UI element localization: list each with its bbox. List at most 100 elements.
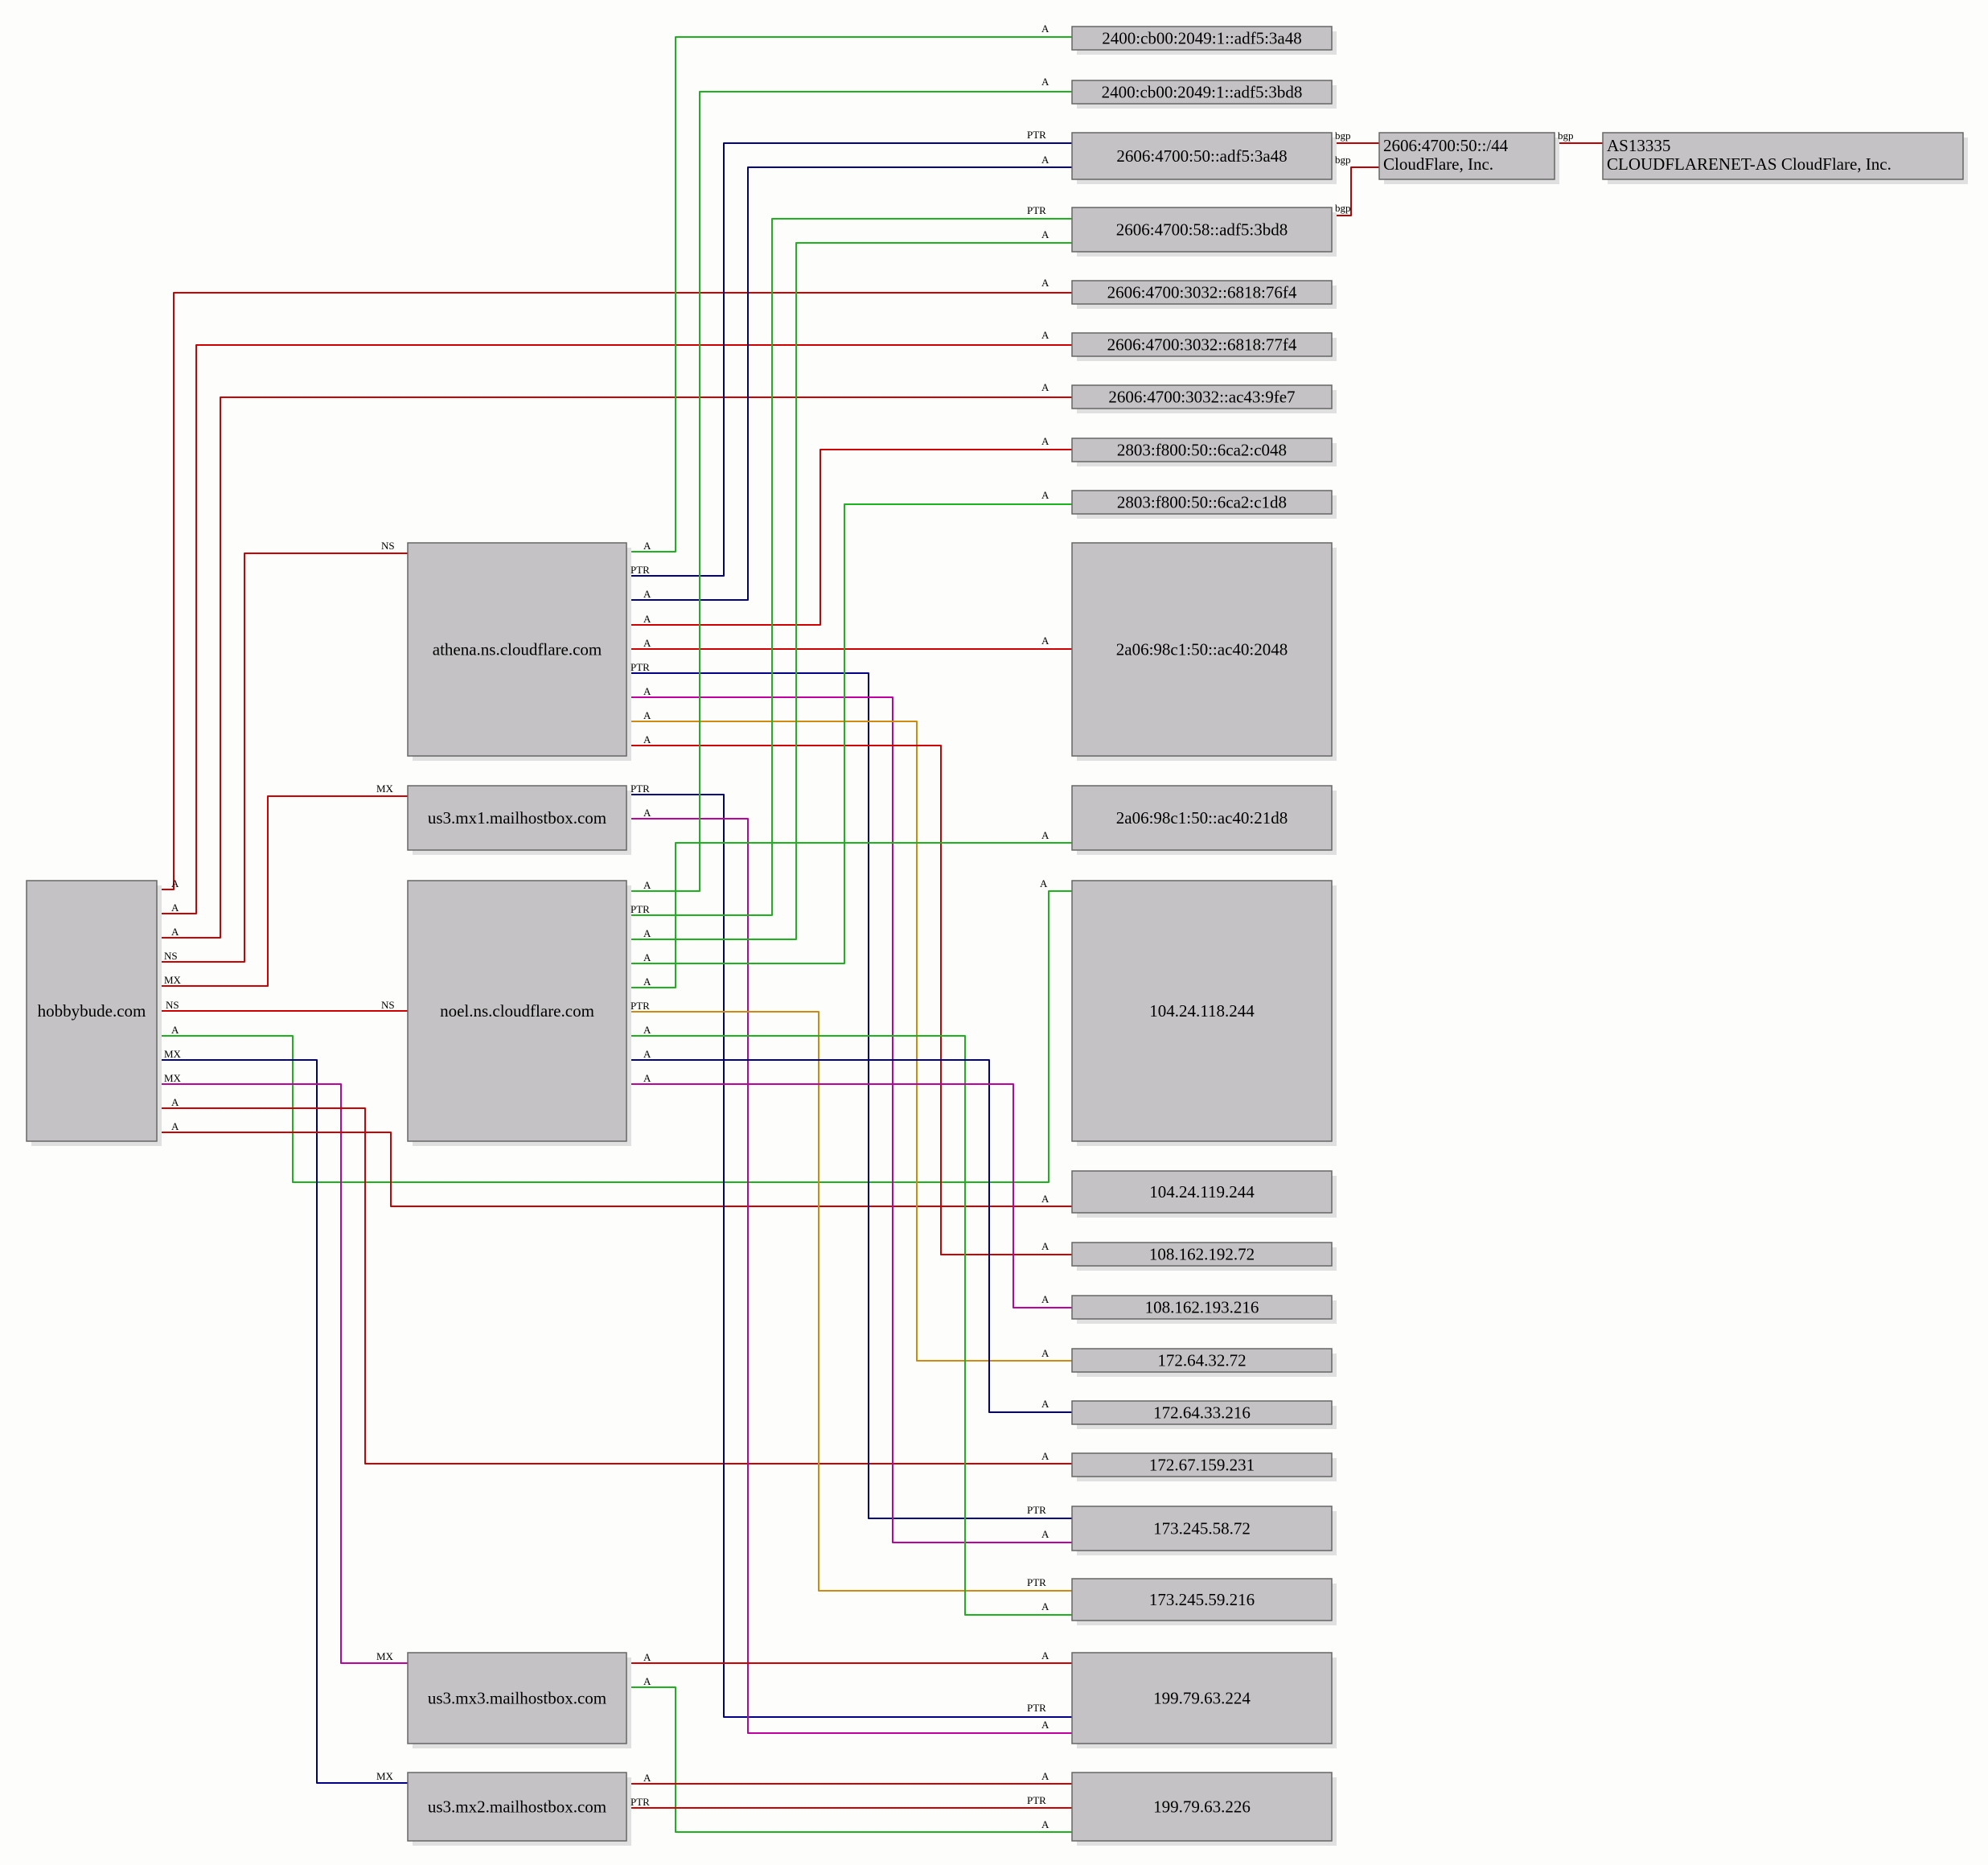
node-ip10: 199.79.63.224 xyxy=(1071,1652,1337,1748)
edge-hobby-a xyxy=(158,1132,1072,1207)
edge-label: A xyxy=(1041,23,1049,35)
node-v6d: 2606:4700:58::adf5:3bd8 xyxy=(1071,207,1337,257)
edge-label: PTR xyxy=(1027,1576,1046,1588)
node-box xyxy=(1071,132,1333,180)
edge-label: MX xyxy=(164,1048,182,1060)
edge-label: NS xyxy=(381,999,395,1011)
edge-label: MX xyxy=(376,783,394,795)
node-box xyxy=(1071,880,1333,1142)
edge-label: PTR xyxy=(630,1796,650,1808)
edge-label: A xyxy=(643,540,651,552)
node-ip9: 173.245.59.216 xyxy=(1071,1578,1337,1625)
node-label: 108.162.193.216 xyxy=(1145,1298,1259,1317)
node-label: 199.79.63.226 xyxy=(1153,1797,1251,1817)
node-label: 2400:cb00:2049:1::adf5:3a48 xyxy=(1102,29,1301,48)
node-v6f: 2606:4700:3032::6818:77f4 xyxy=(1071,332,1337,361)
edge-noel-a xyxy=(626,1059,1072,1413)
node-label: 104.24.118.244 xyxy=(1149,1001,1255,1021)
edge-athena-a xyxy=(626,449,1072,626)
edge-label: PTR xyxy=(1027,129,1046,141)
node-label: us3.mx1.mailhostbox.com xyxy=(428,808,606,828)
edge-label: A xyxy=(1041,1347,1049,1359)
edge-athena-a xyxy=(626,745,1072,1255)
node-v6a: 2400:cb00:2049:1::adf5:3a48 xyxy=(1071,26,1337,55)
edge-athena-ptr xyxy=(626,672,1072,1519)
edge-label: A xyxy=(1041,1818,1049,1830)
node-label-line: 2606:4700:50::/44 xyxy=(1383,136,1509,155)
node-label-line: AS13335 xyxy=(1607,136,1670,155)
edge-label: A xyxy=(1041,228,1049,240)
edge-label: A xyxy=(643,709,651,721)
node-mx1: us3.mx1.mailhostbox.com xyxy=(407,785,631,855)
edge-mx1-ptr xyxy=(626,794,1072,1718)
edge-label: A xyxy=(643,588,651,600)
edge-label: PTR xyxy=(1027,204,1046,216)
edge-athena-ptr xyxy=(626,142,1072,577)
edge-bgp xyxy=(1332,166,1379,216)
node-box xyxy=(407,785,627,851)
edge-noel-a xyxy=(626,91,1072,892)
edge-athena-a xyxy=(626,721,1072,1362)
node-label: 2400:cb00:2049:1::adf5:3bd8 xyxy=(1102,83,1303,102)
node-label: 2a06:98c1:50::ac40:2048 xyxy=(1116,640,1288,659)
edge-label: A xyxy=(1041,154,1049,166)
edge-noel-a xyxy=(626,1035,1072,1616)
node-box xyxy=(1071,1400,1333,1425)
edge-label: A xyxy=(1041,435,1049,447)
node-label: 2606:4700:3032::6818:77f4 xyxy=(1107,335,1297,355)
edge-hobby-a xyxy=(158,396,1072,939)
edge-label: A xyxy=(643,1024,651,1036)
node-hobby: hobbybude.com xyxy=(26,880,162,1146)
edge-mx1-a xyxy=(626,818,1072,1734)
node-label: hobbybude.com xyxy=(38,1001,146,1021)
node-label: noel.ns.cloudflare.com xyxy=(440,1001,594,1021)
node-box xyxy=(1071,1578,1333,1621)
node-label: athena.ns.cloudflare.com xyxy=(433,640,602,659)
edge-noel-a xyxy=(626,503,1072,964)
edge-hobby-mx xyxy=(158,795,408,987)
edge-label: A xyxy=(643,1675,651,1687)
edge-label: NS xyxy=(164,950,178,962)
edge-label: A xyxy=(1041,1398,1049,1410)
node-label: 172.67.159.231 xyxy=(1149,1456,1255,1475)
edge-label: NS xyxy=(166,999,179,1011)
edge-label: PTR xyxy=(630,661,650,673)
edge-label: A xyxy=(1041,829,1049,841)
edge-hobby-ns xyxy=(158,553,408,963)
edge-noel-a xyxy=(626,1083,1072,1308)
node-ip11: 199.79.63.226 xyxy=(1071,1772,1337,1846)
edge-label: A xyxy=(643,879,651,891)
node-v6b: 2400:cb00:2049:1::adf5:3bd8 xyxy=(1071,80,1337,109)
node-box xyxy=(407,880,627,1142)
edge-noel-ptr xyxy=(626,218,1072,916)
node-label: 2a06:98c1:50::ac40:21d8 xyxy=(1116,808,1288,828)
edge-label: MX xyxy=(376,1770,394,1782)
edge-label: A xyxy=(1041,1770,1049,1782)
node-label: 173.245.58.72 xyxy=(1153,1519,1251,1538)
node-box xyxy=(1071,1506,1333,1551)
edge-label: PTR xyxy=(1027,1702,1046,1714)
edge-label: A xyxy=(1041,76,1049,88)
node-label: 2606:4700:50::adf5:3a48 xyxy=(1116,146,1287,166)
node-box xyxy=(1071,1772,1333,1842)
node-box xyxy=(1071,1652,1333,1744)
edge-label: A xyxy=(1041,1193,1049,1205)
edge-label: bgp xyxy=(1335,154,1351,166)
node-ip5: 172.64.32.72 xyxy=(1071,1348,1337,1377)
edge-label: MX xyxy=(164,1072,182,1084)
edge-athena-a xyxy=(626,36,1072,553)
edge-label: PTR xyxy=(630,783,650,795)
node-box xyxy=(1071,384,1333,409)
node-label-line: CloudFlare, Inc. xyxy=(1383,154,1493,174)
edge-label: A xyxy=(1041,329,1049,341)
edge-noel-ptr xyxy=(626,1011,1072,1592)
edge-label: A xyxy=(1041,1240,1049,1252)
node-box xyxy=(1071,26,1333,51)
edge-label: bgp xyxy=(1335,129,1351,142)
node-box xyxy=(1602,132,1964,180)
node-label: 172.64.33.216 xyxy=(1153,1403,1251,1423)
node-box xyxy=(1071,207,1333,253)
node-box xyxy=(407,1652,627,1744)
edge-label: A xyxy=(171,877,179,889)
